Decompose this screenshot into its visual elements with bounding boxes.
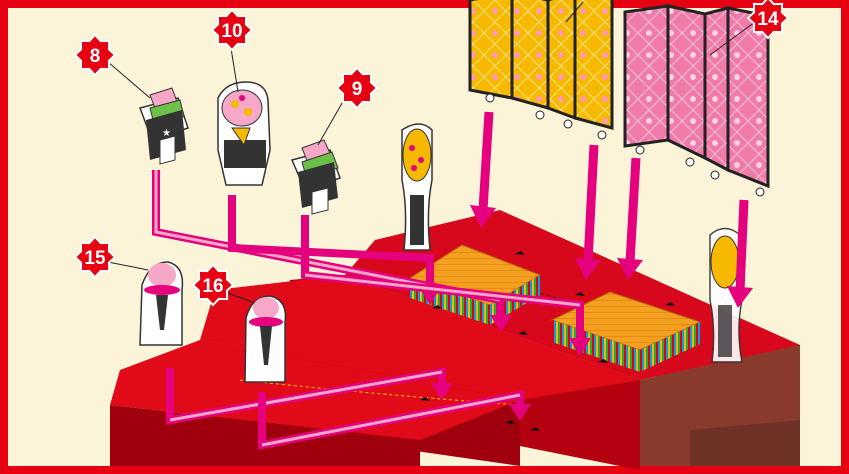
- part-16-figure: [244, 295, 287, 383]
- arrow-gold-screen-2: [583, 144, 599, 263]
- arrow-part-10: [228, 195, 434, 290]
- badge-number: 14: [757, 9, 779, 30]
- part-8-figure: ★: [139, 87, 189, 165]
- middle-tier: [200, 275, 640, 400]
- part-16-badge: 16: [191, 263, 235, 307]
- part-14-badge: 14: [746, 0, 790, 40]
- part-15-figure: [139, 261, 184, 346]
- badge-number: 8: [90, 46, 101, 67]
- part-10-figure: [217, 81, 271, 186]
- lantern-left: [401, 123, 433, 251]
- part-number-badges: 8 10 9 15 16 14: [73, 0, 790, 307]
- badge-number: 16: [202, 276, 223, 297]
- part-8-badge: 8: [73, 33, 117, 77]
- part-10-badge: 10: [210, 8, 254, 52]
- badge-star-icon: [746, 0, 790, 40]
- badge-star-icon: [335, 66, 379, 110]
- lantern-right: [709, 227, 743, 363]
- badge-number: 10: [221, 21, 242, 42]
- badge-star-icon: [191, 263, 235, 307]
- arrow-pink-screen-2: [735, 199, 749, 291]
- badge-number: 15: [84, 248, 106, 269]
- part-9-badge: 9: [335, 66, 379, 110]
- placement-markers: [420, 251, 675, 431]
- part-9-figure: [290, 139, 341, 215]
- tatami-tray-right: [550, 291, 702, 372]
- badge-star-icon: [73, 235, 117, 279]
- badge-star-icon: [210, 8, 254, 52]
- arrow-gold-screen-1: [478, 111, 494, 211]
- badge-number: 9: [352, 79, 363, 100]
- part-15-badge: 15: [73, 235, 117, 279]
- folding-screen-gold: [468, 0, 614, 140]
- folding-screen-pink: [623, 4, 770, 197]
- svg-text:★: ★: [162, 128, 171, 139]
- placement-arrows: [152, 111, 753, 450]
- badge-star-icon: [73, 33, 117, 77]
- arrow-pink-screen-1: [625, 157, 641, 263]
